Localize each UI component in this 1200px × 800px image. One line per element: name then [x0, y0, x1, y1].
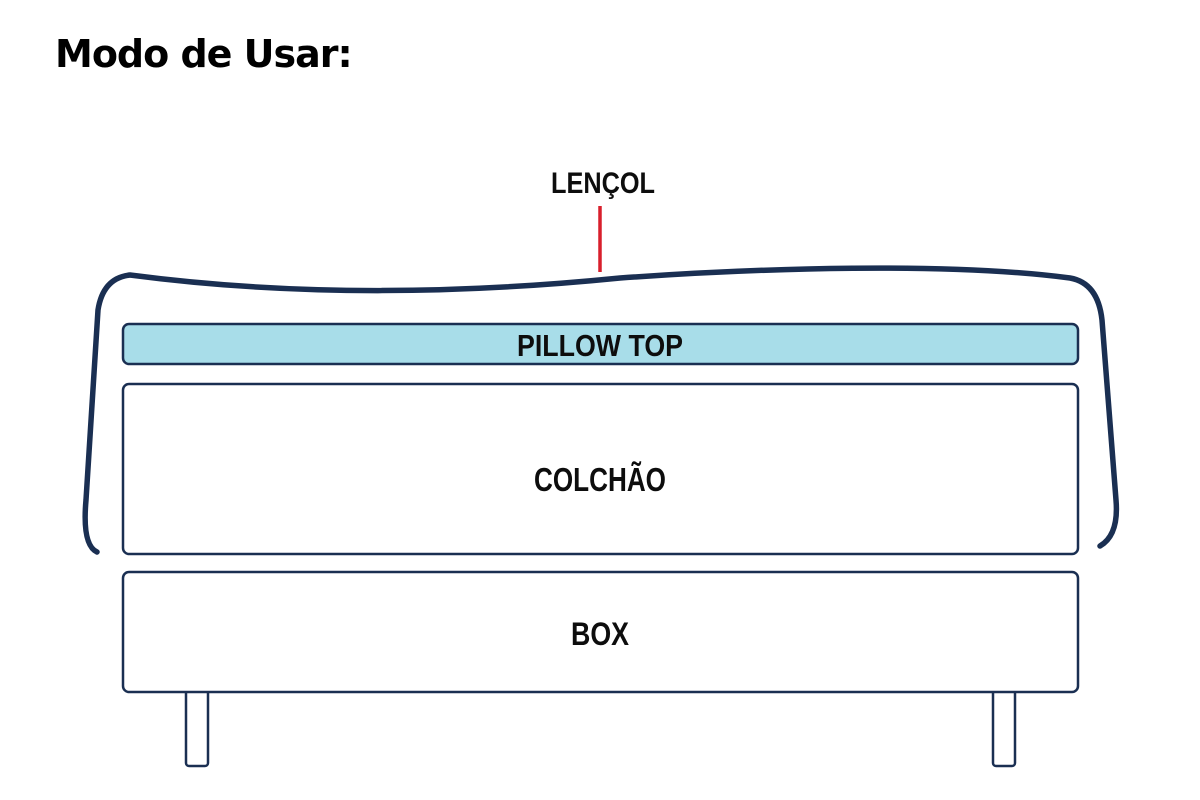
- bed-leg-left: [184, 688, 210, 768]
- mattress-label: COLCHÃO: [534, 461, 666, 498]
- sheet-label: LENÇOL: [551, 167, 655, 200]
- sheet-outline: [82, 265, 1120, 555]
- pillow-top-label: PILLOW TOP: [517, 328, 683, 363]
- mattress-layer: [121, 382, 1080, 556]
- box-label: BOX: [571, 616, 630, 652]
- pillow-top-layer: [121, 322, 1080, 366]
- box-layer: [121, 570, 1080, 694]
- bed-leg-right: [991, 688, 1017, 768]
- page-title: Modo de Usar:: [55, 32, 353, 76]
